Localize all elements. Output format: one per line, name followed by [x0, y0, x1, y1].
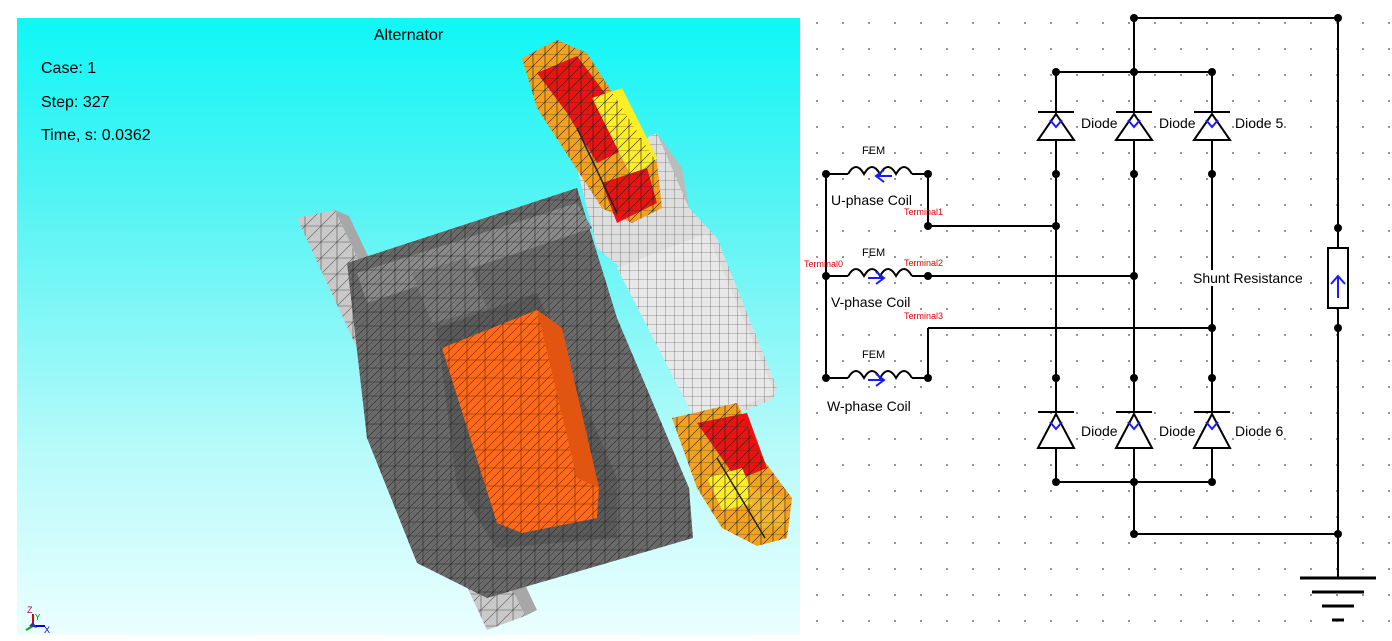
case-label: Case: [41, 60, 83, 77]
diode-label[interactable]: Diode 5 [1234, 115, 1285, 131]
model-viewport[interactable]: Alternator Case: 1 Step: 327 Time, s: 0.… [17, 18, 800, 635]
resistor-icon[interactable] [1327, 247, 1349, 309]
coil-type-label: FEM [862, 145, 886, 157]
step-value: 327 [82, 94, 110, 111]
diode-label[interactable]: Diode 6 [1234, 423, 1285, 439]
coil-name-u[interactable]: U-phase Coil [830, 192, 913, 208]
case-readout: Case: 1 [41, 60, 96, 78]
coil-type-label: FEM [862, 247, 886, 259]
winding-top [522, 40, 662, 223]
diode-label[interactable]: Diode [1080, 115, 1119, 131]
terminal-label: Terminal0 [804, 259, 844, 269]
alternator-mesh-model [297, 40, 792, 630]
time-label: Time, s: [41, 127, 98, 144]
case-value: 1 [87, 60, 97, 77]
time-value: 0.0362 [101, 127, 151, 144]
winding-bottom [672, 403, 792, 546]
axis-z-label: Z [27, 605, 33, 615]
circuit-wiring [822, 14, 1376, 622]
diode-label[interactable]: Diode [1158, 423, 1197, 439]
circuit-editor-canvas[interactable]: FEM FEM FEM U-phase Coil V-phase Coil W-… [800, 0, 1392, 641]
step-label: Step: [41, 94, 79, 111]
terminal-label: Terminal3 [904, 311, 944, 321]
ground-icon [1300, 576, 1376, 622]
coil-name-v[interactable]: V-phase Coil [830, 294, 912, 310]
axis-x-label: X [44, 625, 50, 634]
step-readout: Step: 327 [41, 94, 110, 112]
diode-label[interactable]: Diode [1080, 423, 1119, 439]
coil-type-label: FEM [862, 349, 886, 361]
axis-triad-icon: Z Y X [25, 605, 50, 634]
coil-name-w[interactable]: W-phase Coil [826, 398, 912, 414]
field-coil [442, 310, 599, 533]
terminal-label: Terminal2 [904, 258, 944, 268]
time-readout: Time, s: 0.0362 [41, 127, 151, 145]
resistor-label[interactable]: Shunt Resistance [1192, 270, 1304, 286]
viewport-title: Alternator [373, 27, 444, 44]
inductor-icon[interactable] [847, 166, 913, 387]
terminal-label: Terminal1 [904, 207, 944, 217]
diode-label[interactable]: Diode [1158, 115, 1197, 131]
axis-y-label: Y [35, 613, 41, 622]
